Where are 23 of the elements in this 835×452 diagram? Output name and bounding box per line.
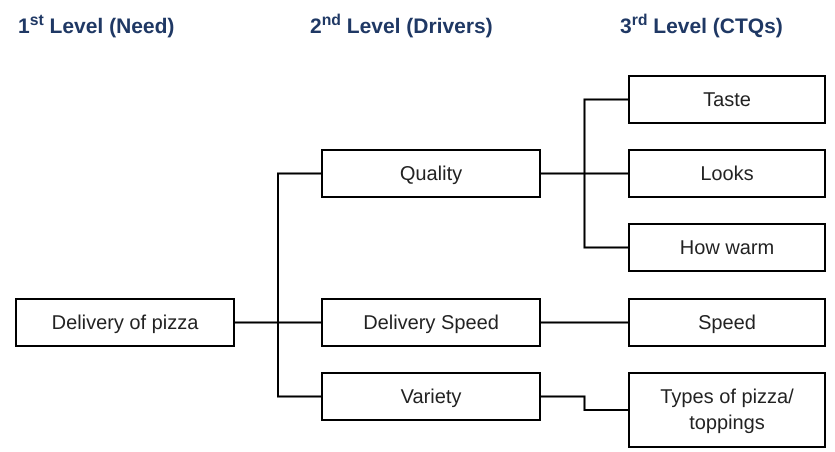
column-heading: 1$^{st}$ Level (Need)	[18, 14, 174, 40]
box-text: How warm	[680, 236, 774, 260]
box-text: Taste	[703, 88, 751, 112]
column-heading: 3$^{rd}$ Level (CTQs)	[620, 14, 783, 40]
process-box	[321, 149, 541, 198]
connector-line	[541, 396, 628, 411]
box-text: Quality	[400, 162, 462, 186]
process-box	[628, 149, 826, 198]
box-text: Variety	[400, 384, 462, 410]
process-box	[628, 298, 826, 347]
process-box	[628, 372, 826, 448]
process-box	[628, 75, 826, 124]
process-box	[321, 372, 541, 421]
box-text: Looks	[700, 162, 754, 186]
box-text: Delivery of pizza	[52, 310, 198, 336]
process-box	[628, 223, 826, 272]
box-text: Types of pizza/ toppings	[659, 385, 795, 436]
connector-line	[541, 322, 628, 324]
box-text: Speed	[698, 310, 756, 336]
box-text: Delivery Speed	[363, 310, 499, 336]
process-box	[15, 298, 235, 347]
column-heading: 2$^{nd}$ Level (Drivers)	[310, 14, 493, 40]
process-box	[321, 298, 541, 347]
